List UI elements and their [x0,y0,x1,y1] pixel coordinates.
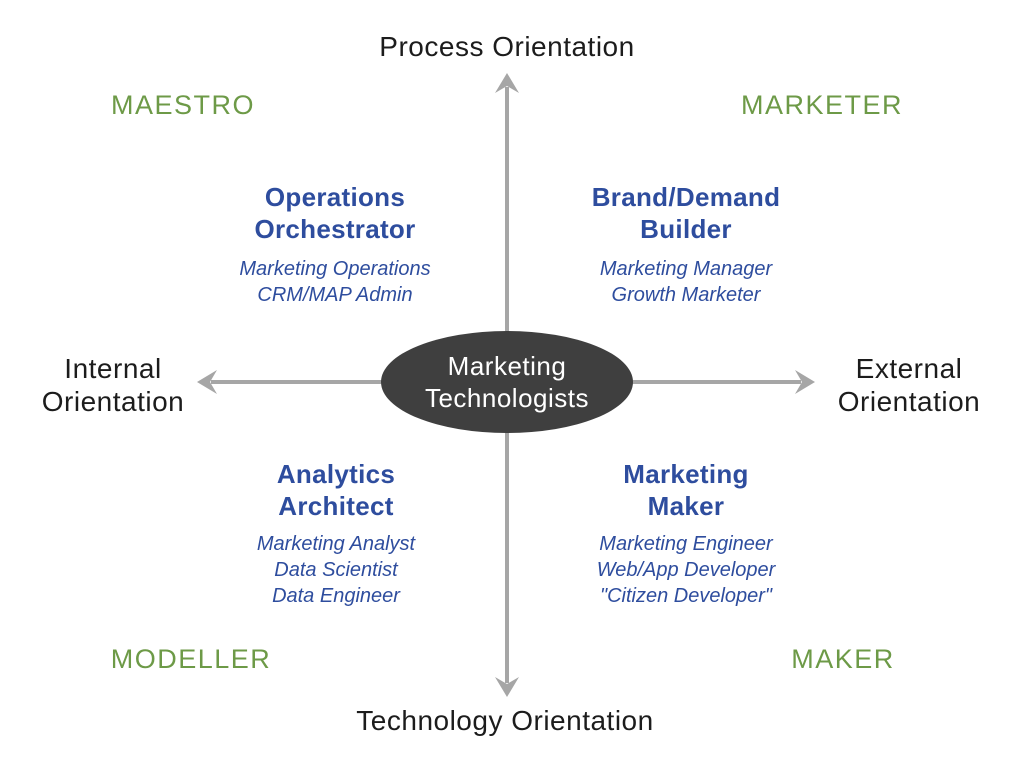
corner-label-maker: MAKER [791,644,895,674]
quadrant-roles-marketing-maker: Marketing Engineer Web/App Developer "Ci… [536,531,836,609]
quadrant-title-marketing-maker: Marketing Maker [536,458,836,522]
quadrant-title-line2: Builder [640,214,732,244]
role-item: Data Scientist [274,559,398,581]
axis-label-internal: Internal Orientation [13,352,213,418]
axis-label-internal-line1: Internal [64,353,162,384]
center-ellipse-line2: Technologists [424,383,590,413]
role-item: Marketing Engineer [599,533,773,555]
corner-label-maestro: MAESTRO [110,90,255,120]
axis-label-technology: Technology Orientation [356,705,654,736]
quadrant-title-line2: Architect [278,491,394,521]
quadrant-roles-analytics-architect: Marketing Analyst Data Scientist Data En… [186,531,486,609]
axis-label-external-line1: External [855,353,963,384]
corner-label-modeller: MODELLER [110,644,272,674]
quadrant-roles-operations-orchestrator: Marketing Operations CRM/MAP Admin [185,256,485,308]
quadrant-title-line2: Orchestrator [254,214,416,244]
arrowhead-up-icon [495,73,519,93]
arrowhead-down-icon [495,677,519,697]
role-item: CRM/MAP Admin [257,284,413,306]
axis-label-process: Process Orientation [379,31,635,62]
center-ellipse-line1: Marketing [447,351,567,381]
corner-label-marketer: MARKETER [740,90,904,120]
role-item: Marketing Analyst [256,533,416,555]
quadrant-roles-brand-demand-builder: Marketing Manager Growth Marketer [536,256,836,308]
role-item: Growth Marketer [611,284,761,306]
role-item: "Citizen Developer" [599,585,773,607]
axis-label-external: External Orientation [809,352,1009,418]
quadrant-title-analytics-architect: Analytics Architect [186,458,486,522]
role-item: Data Engineer [272,585,400,607]
arrowhead-right-icon [795,370,815,394]
role-item: Marketing Manager [599,258,773,280]
quadrant-title-operations-orchestrator: Operations Orchestrator [185,181,485,245]
center-ellipse: Marketing Technologists [381,331,633,433]
role-item: Marketing Operations [239,258,431,280]
role-item: Web/App Developer [596,559,776,581]
axis-label-internal-line2: Orientation [41,386,185,417]
axis-label-external-line2: Orientation [837,386,981,417]
quadrant-title-line1: Operations [264,182,406,212]
quadrant-title-line1: Brand/Demand [591,182,781,212]
arrowhead-left-icon [197,370,217,394]
quadrant-title-line1: Marketing [623,459,749,489]
quadrant-title-brand-demand-builder: Brand/Demand Builder [536,181,836,245]
quadrant-title-line2: Maker [647,491,725,521]
quadrant-title-line1: Analytics [276,459,396,489]
